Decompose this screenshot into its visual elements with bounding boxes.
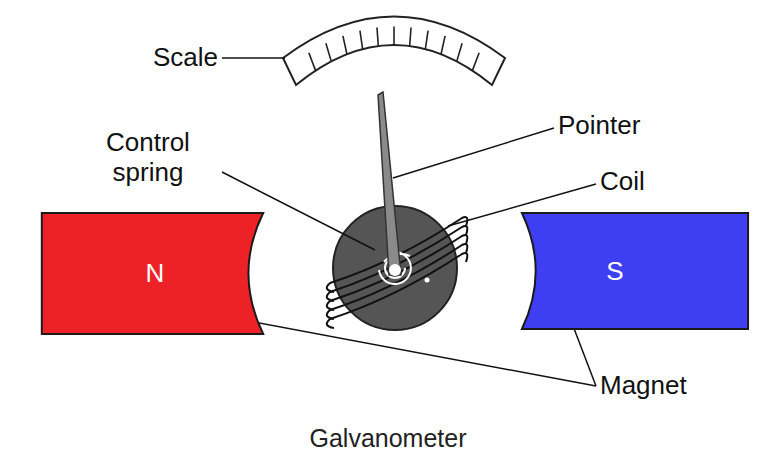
part-label: Scale bbox=[153, 43, 218, 73]
pivot-dot bbox=[425, 278, 430, 283]
scale-tick bbox=[425, 31, 428, 49]
scale-band bbox=[283, 17, 505, 86]
scale-tick bbox=[441, 36, 445, 54]
pivot bbox=[389, 264, 401, 276]
scale-tick bbox=[360, 31, 363, 49]
pole-letter: S bbox=[606, 256, 623, 287]
scale-tick bbox=[343, 36, 347, 54]
part-label: Pointer bbox=[558, 111, 640, 141]
pointer bbox=[378, 92, 401, 275]
scale-tick bbox=[326, 43, 331, 61]
scale-tick bbox=[377, 28, 378, 47]
part-label: Coil bbox=[600, 167, 645, 197]
part-label: Magnet bbox=[600, 371, 687, 401]
scale-tick bbox=[309, 53, 316, 71]
scale-tick bbox=[393, 26, 395, 45]
scale-tick bbox=[410, 28, 411, 47]
scale-tick bbox=[457, 43, 462, 61]
north-magnet: N bbox=[40, 212, 265, 335]
south-magnet: S bbox=[520, 212, 750, 330]
magnet-outline bbox=[42, 213, 263, 334]
part-label: Control spring bbox=[78, 128, 218, 188]
scale-tick bbox=[472, 53, 479, 71]
magnet-shape bbox=[520, 212, 750, 330]
pole-letter: N bbox=[146, 258, 165, 289]
caption: Galvanometer bbox=[309, 424, 466, 453]
magnet-outline bbox=[522, 213, 748, 329]
scale-ticks bbox=[309, 26, 479, 70]
